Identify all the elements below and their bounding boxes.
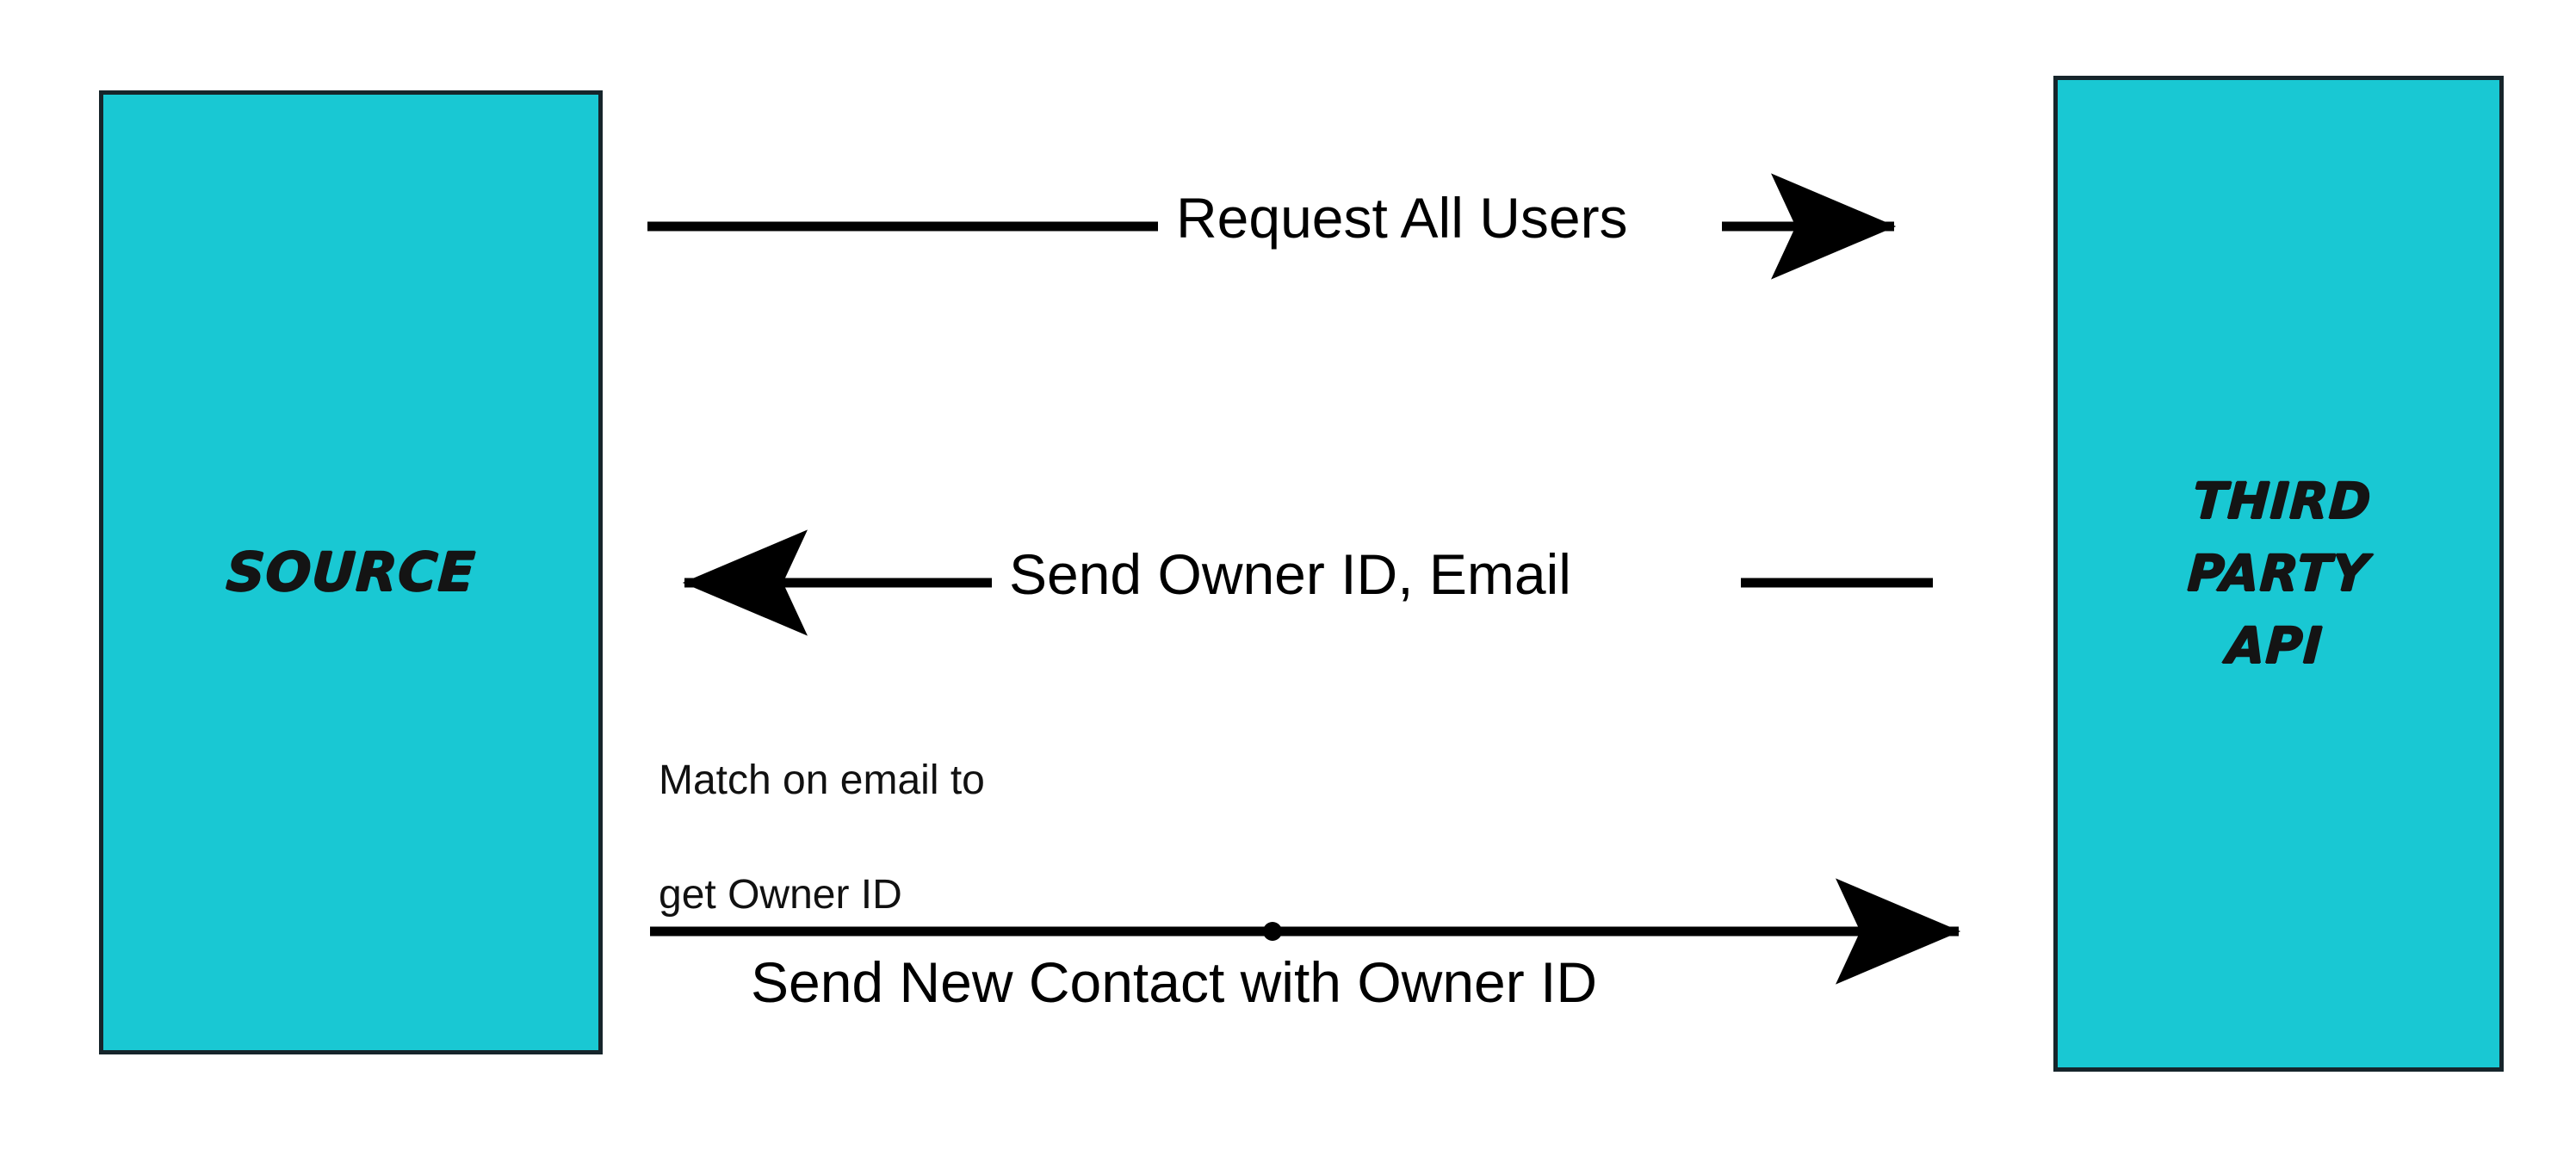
node-source[interactable]: SOURCE bbox=[99, 90, 603, 1054]
node-third-party-api-label: THIRD PARTY API bbox=[2183, 465, 2375, 682]
node-label-line-1: THIRD bbox=[2191, 472, 2374, 531]
node-label-line-3: API bbox=[2225, 616, 2325, 676]
edge-label-request-all-users: Request All Users bbox=[1176, 186, 1628, 250]
edge-waypoint-dot bbox=[1263, 922, 1282, 941]
note-line-1: Match on email to bbox=[659, 757, 985, 804]
node-third-party-api[interactable]: THIRD PARTY API bbox=[2053, 76, 2504, 1072]
edge-label-send-new-contact-with-owner-id: Send New Contact with Owner ID bbox=[751, 950, 1598, 1014]
node-label-line-2: PARTY bbox=[2186, 544, 2371, 603]
edge-label-send-owner-id-email: Send Owner ID, Email bbox=[1009, 542, 1571, 606]
note-line-2: get Owner ID bbox=[659, 871, 902, 918]
note-match-on-email: Match on email to get Owner ID bbox=[659, 696, 985, 980]
node-source-label: SOURCE bbox=[224, 541, 478, 604]
